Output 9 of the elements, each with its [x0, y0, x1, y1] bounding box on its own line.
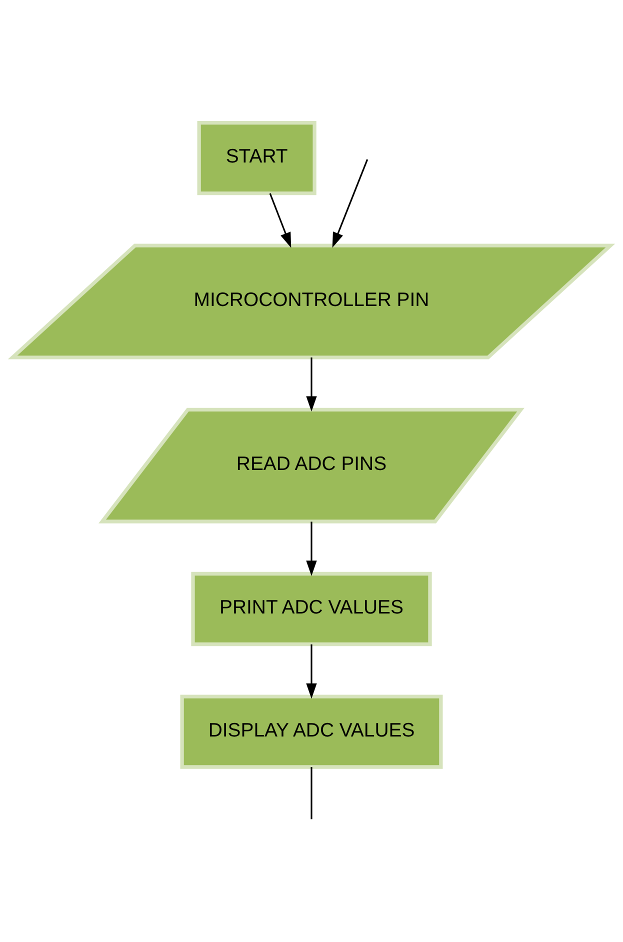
- node-box: PRINT ADC VALUES: [191, 571, 432, 646]
- node-box: START: [197, 120, 316, 195]
- arrow: [269, 192, 292, 248]
- node-box: DISPLAY ADC VALUES: [180, 694, 443, 768]
- arrow: [332, 158, 368, 248]
- arrow: [306, 644, 317, 698]
- arrow: [306, 521, 317, 576]
- arrow: [306, 356, 317, 412]
- connector: [310, 766, 312, 819]
